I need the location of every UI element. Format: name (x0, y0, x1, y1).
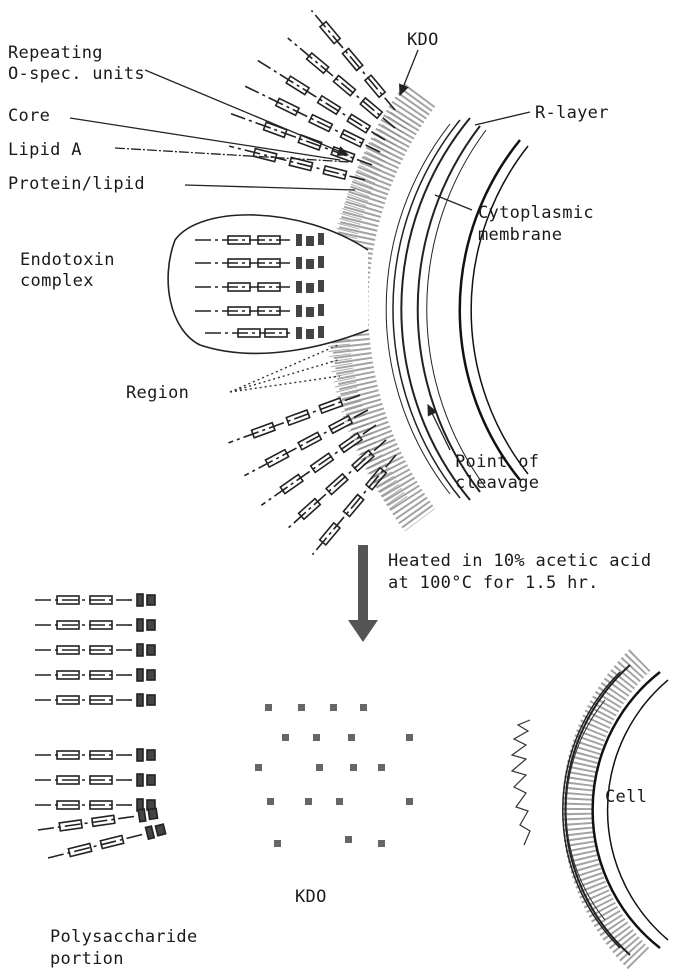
label-cell: Cell (605, 787, 647, 807)
label-cleavage-line2: cleavage (455, 473, 539, 493)
label-endotoxin-line2: complex (20, 271, 94, 291)
endotoxin-complex-shape (168, 215, 368, 354)
kdo-particles (255, 704, 413, 847)
label-cytoplasmic-line2: membrane (478, 225, 562, 245)
label-treatment-line1: Heated in 10% acetic acid (388, 551, 651, 571)
label-kdo-top: KDO (407, 30, 439, 50)
label-repeating-units-line1: Repeating (8, 43, 103, 63)
label-endotoxin-line1: Endotoxin (20, 250, 115, 270)
process-arrow (348, 545, 378, 642)
label-treatment-line2: at 100°C for 1.5 hr. (388, 573, 599, 593)
label-repeating-units-line2: O-spec. units (8, 64, 145, 84)
label-cytoplasmic-line1: Cytoplasmic (478, 203, 594, 223)
polysaccharide-chains (35, 594, 166, 864)
label-core: Core (8, 106, 50, 126)
label-region: Region (126, 383, 189, 403)
cell-wall-bottom (512, 660, 668, 960)
label-polysaccharide-line1: Polysaccharide (50, 927, 198, 947)
label-lipid-a: Lipid A (8, 140, 82, 160)
label-r-layer: R-layer (535, 103, 609, 123)
label-protein-lipid: Protein/lipid (8, 174, 145, 194)
label-polysaccharide-line2: portion (50, 949, 124, 969)
label-cleavage-line1: Point of (455, 452, 539, 472)
label-kdo-bottom: KDO (295, 887, 327, 907)
o-chains-upper (228, 8, 398, 184)
